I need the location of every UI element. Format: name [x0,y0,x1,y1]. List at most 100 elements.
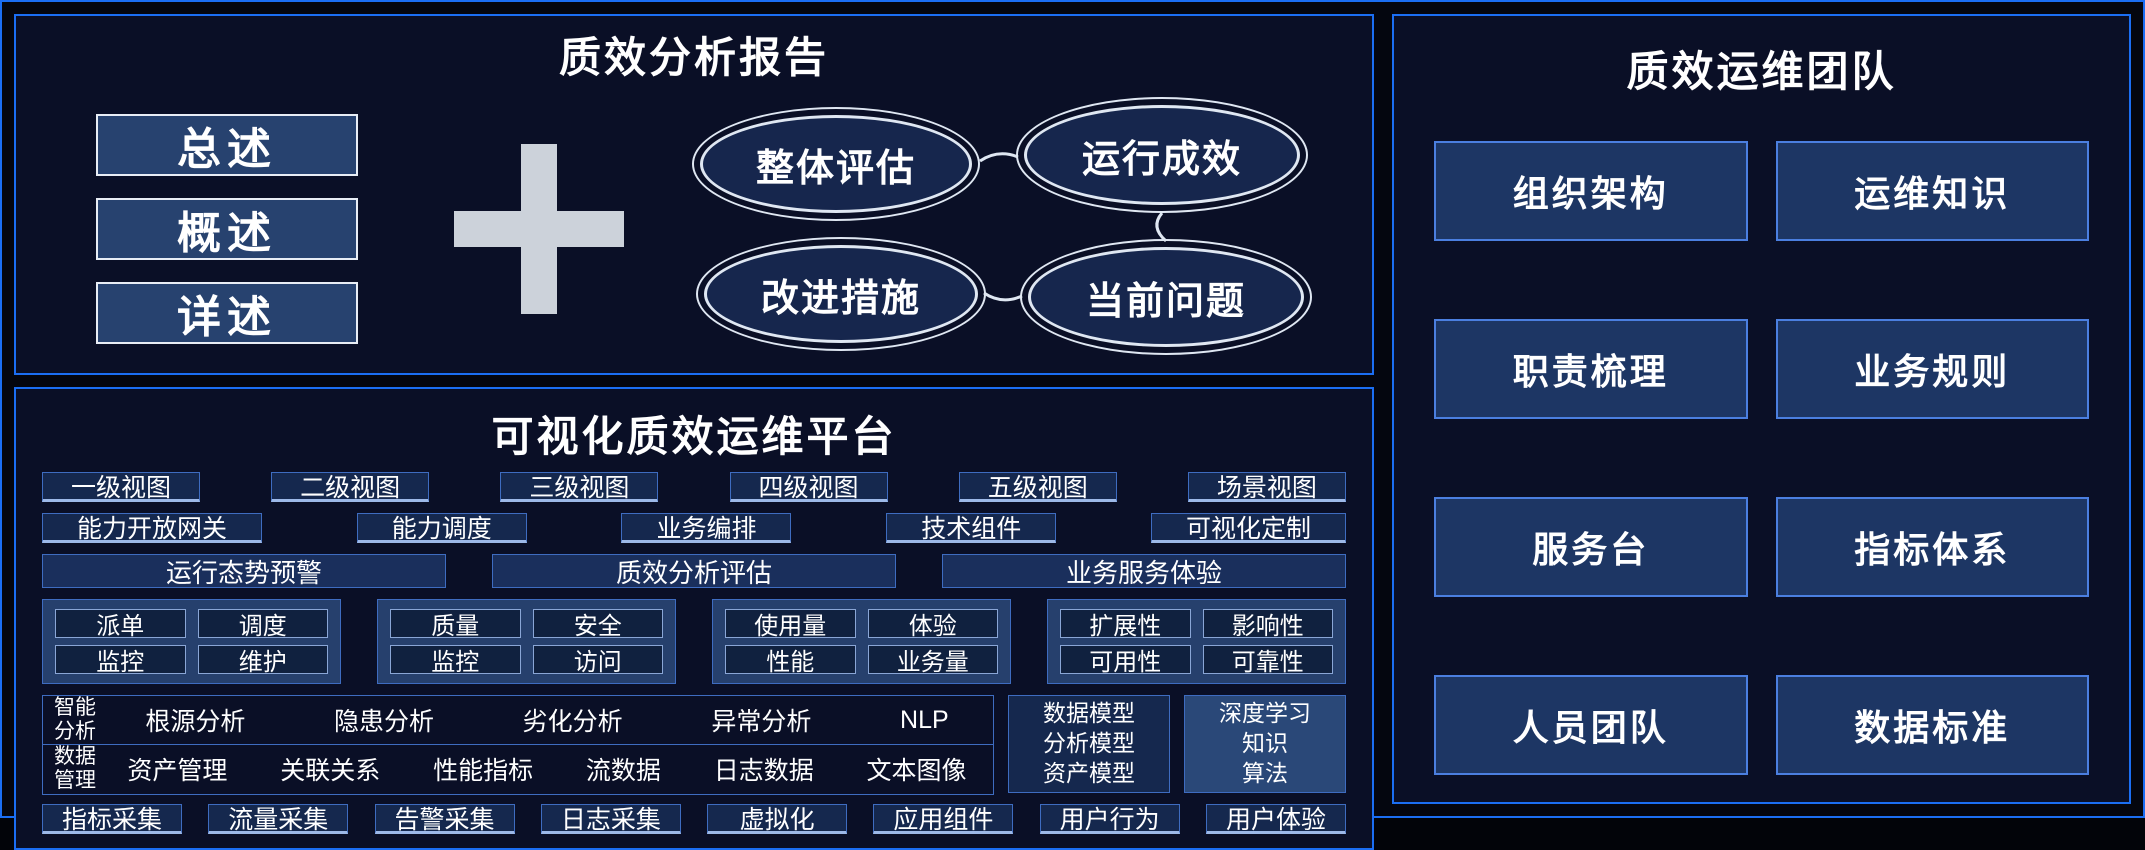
summary-column: 总述 概述 详述 [96,114,358,344]
analysis-left: 智能分析 根源分析 隐患分析 劣化分析 异常分析 NLP 数据管理 [42,695,994,795]
ai-item-hidden-danger[interactable]: 隐患分析 [334,708,435,737]
metric-cell[interactable]: 监控 [390,645,521,676]
node-label: 改进措施 [704,245,978,343]
team-box-org-structure[interactable]: 组织架构 [1434,141,1748,241]
collector-chip-app-components[interactable]: 应用组件 [873,804,1014,834]
ai-item-anomaly[interactable]: 异常分析 [711,708,812,737]
node-current-problems: 当前问题 [1020,239,1312,355]
metric-cell[interactable]: 影响性 [1202,609,1333,640]
capability-chip-components[interactable]: 技术组件 [886,513,1057,543]
summary-box-detail[interactable]: 详述 [96,282,358,344]
node-operation-results: 运行成效 [1016,97,1308,213]
metric-cell[interactable]: 质量 [390,609,521,640]
learning-box-line: 算法 [1242,759,1288,786]
node-overall-assessment: 整体评估 [692,107,980,221]
metric-groups-row: 派单 调度 监控 维护 质量 安全 监控 访问 使用量 体验 性能 [42,599,1346,684]
assess-bar-warning[interactable]: 运行态势预警 [42,554,446,588]
metric-group-usage: 使用量 体验 性能 业务量 [712,599,1011,684]
capability-chip-gateway[interactable]: 能力开放网关 [42,513,263,543]
deep-learning-box: 深度学习 知识 算法 [1184,695,1346,793]
ai-item-root-cause[interactable]: 根源分析 [145,708,246,737]
summary-box-outline[interactable]: 概述 [96,198,358,260]
team-title: 质效运维团队 [1626,48,1897,95]
view-chip-level3[interactable]: 三级视图 [500,472,659,502]
summary-box-overview[interactable]: 总述 [96,114,358,176]
metric-cell[interactable]: 扩展性 [1060,609,1191,640]
data-item-performance[interactable]: 性能指标 [433,757,534,786]
plus-icon [454,144,624,314]
left-column: 质效分析报告 总述 概述 详述 [14,14,1374,850]
collector-chip-traffic[interactable]: 流量采集 [208,804,349,834]
ai-analysis-row: 智能分析 根源分析 隐患分析 劣化分析 异常分析 NLP [42,695,994,746]
capability-chip-scheduling[interactable]: 能力调度 [356,513,527,543]
metric-group-dispatch: 派单 调度 监控 维护 [42,599,341,684]
view-chip-level5[interactable]: 五级视图 [958,472,1117,502]
data-item-stream[interactable]: 流数据 [585,757,661,786]
report-node-area: 整体评估 运行成效 改进措施 当前问题 [684,93,1316,365]
metric-cell[interactable]: 调度 [197,609,328,640]
capability-chip-customization[interactable]: 可视化定制 [1150,513,1346,543]
ai-item-nlp[interactable]: NLP [900,705,949,734]
team-box-data-standards[interactable]: 数据标准 [1775,675,2089,775]
team-box-metric-system[interactable]: 指标体系 [1775,497,2089,597]
metric-cell[interactable]: 安全 [532,609,663,640]
data-item-assets[interactable]: 资产管理 [127,757,228,786]
collector-chip-virtualization[interactable]: 虚拟化 [707,804,848,834]
collector-chip-user-behavior[interactable]: 用户行为 [1039,804,1180,834]
node-label: 运行成效 [1024,105,1300,205]
data-item-relations[interactable]: 关联关系 [280,757,381,786]
data-mgmt-label: 数据管理 [54,745,96,793]
view-chip-level4[interactable]: 四级视图 [729,472,888,502]
metric-cell[interactable]: 使用量 [725,609,856,640]
team-box-personnel[interactable]: 人员团队 [1434,675,1748,775]
collector-chip-alarms[interactable]: 告警采集 [374,804,515,834]
metric-cell[interactable]: 监控 [55,645,186,676]
metric-cell[interactable]: 可用性 [1060,645,1191,676]
node-improvement-measures: 改进措施 [696,237,986,351]
team-box-responsibilities[interactable]: 职责梳理 [1434,319,1748,419]
metric-group-quality: 质量 安全 监控 访问 [377,599,676,684]
report-panel: 质效分析报告 总述 概述 详述 [14,14,1374,375]
assess-bar-analysis[interactable]: 质效分析评估 [492,554,896,588]
view-chip-scene[interactable]: 场景视图 [1187,472,1346,502]
platform-title: 可视化质效运维平台 [491,413,897,460]
collector-chip-logs[interactable]: 日志采集 [540,804,681,834]
metric-cell[interactable]: 体验 [867,609,998,640]
team-box-business-rules[interactable]: 业务规则 [1775,319,2089,419]
view-chip-level2[interactable]: 二级视图 [271,472,430,502]
metric-cell[interactable]: 可靠性 [1202,645,1333,676]
metric-cell[interactable]: 性能 [725,645,856,676]
metric-cell[interactable]: 派单 [55,609,186,640]
data-mgmt-row: 数据管理 资产管理 关联关系 性能指标 流数据 日志数据 文本图像 [42,745,994,795]
collector-chip-metrics[interactable]: 指标采集 [42,804,182,834]
learning-box-line: 知识 [1242,730,1288,757]
metric-group-reliability: 扩展性 影响性 可用性 可靠性 [1047,599,1346,684]
collector-chip-user-experience[interactable]: 用户体验 [1205,804,1346,834]
assess-bar-experience[interactable]: 业务服务体验 [942,554,1346,588]
team-panel: 质效运维团队 组织架构 运维知识 职责梳理 业务规则 服务台 指标体系 人员团队… [1392,14,2131,804]
data-item-logs[interactable]: 日志数据 [713,757,814,786]
ai-item-degradation[interactable]: 劣化分析 [522,708,623,737]
node-label: 当前问题 [1028,247,1304,347]
analysis-block: 智能分析 根源分析 隐患分析 劣化分析 异常分析 NLP 数据管理 [42,695,1346,795]
model-box-line: 数据模型 [1043,700,1135,727]
view-chip-level1[interactable]: 一级视图 [42,472,200,502]
node-label: 整体评估 [700,115,972,213]
platform-panel: 可视化质效运维平台 一级视图 二级视图 三级视图 四级视图 五级视图 场景视图 … [14,387,1374,850]
assessment-row: 运行态势预警 质效分析评估 业务服务体验 [42,554,1346,588]
metric-cell[interactable]: 维护 [197,645,328,676]
team-box-service-desk[interactable]: 服务台 [1434,497,1748,597]
collector-row: 指标采集 流量采集 告警采集 日志采集 虚拟化 应用组件 用户行为 用户体验 [42,804,1346,834]
platform-rows: 一级视图 二级视图 三级视图 四级视图 五级视图 场景视图 能力开放网关 能力调… [42,472,1346,834]
metric-cell[interactable]: 访问 [532,645,663,676]
team-box-ops-knowledge[interactable]: 运维知识 [1775,141,2089,241]
data-item-text-image[interactable]: 文本图像 [866,757,967,786]
model-box: 数据模型 分析模型 资产模型 [1008,695,1170,793]
model-box-line: 资产模型 [1043,759,1135,786]
model-box-line: 分析模型 [1043,730,1135,757]
capability-row: 能力开放网关 能力调度 业务编排 技术组件 可视化定制 [42,513,1346,543]
capability-chip-orchestration[interactable]: 业务编排 [621,513,792,543]
metric-cell[interactable]: 业务量 [867,645,998,676]
plus-vertical-bar [521,144,557,314]
